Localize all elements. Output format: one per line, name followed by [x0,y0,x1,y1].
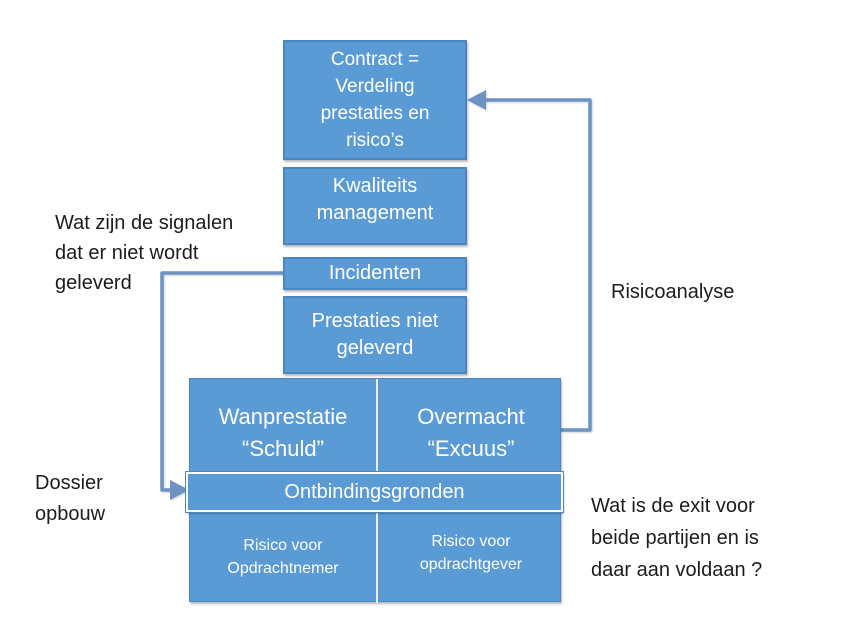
cell-risico-opdrachtgever-label: Risico voor opdrachtgever [419,533,523,573]
box-kwaliteitsmanagement-label: Kwaliteits management [316,175,434,224]
cell-risico-opdrachtgever: Risico voor opdrachtgever [380,511,562,603]
risicoanalyse-connector-arrow [467,90,592,432]
bar-ontbindingsgronden: Ontbindingsgronden [185,471,564,513]
box-contract: Contract = Verdeling prestaties en risic… [283,40,467,160]
box-incidenten-label: Incidenten [328,262,422,284]
box-kwaliteitsmanagement: Kwaliteits management [283,167,467,245]
box-incidenten: Incidenten [283,257,467,290]
dossier-connector-arrow [160,271,283,500]
cell-wanprestatie-schuld-label: Wanprestatie “Schuld” [218,404,348,461]
cell-overmacht-excuus-label: Overmacht “Excuus” [417,404,525,461]
annotation-signalen: Wat zijn de signalen dat er niet wordt g… [55,212,234,294]
box-prestaties-niet-geleverd-label: Prestaties niet geleverd [311,310,439,359]
box-contract-label: Contract = Verdeling prestaties en risic… [320,49,430,151]
bar-ontbindingsgronden-label: Ontbindingsgronden [284,480,465,503]
cell-risico-opdrachtnemer: Risico voor Opdrachtnemer [190,511,378,603]
box-prestaties-niet-geleverd: Prestaties niet geleverd [283,296,467,374]
annotation-exit-vraag: Wat is de exit voor beide partijen en is… [591,495,763,581]
cell-risico-opdrachtnemer-label: Risico voor Opdrachtnemer [227,537,339,577]
annotation-dossier-opbouw: Dossier opbouw [35,472,106,525]
annotation-risicoanalyse: Risicoanalyse [611,281,735,303]
cell-wanprestatie-schuld: Wanprestatie “Schuld” [190,379,378,471]
cell-overmacht-excuus: Overmacht “Excuus” [380,379,562,471]
